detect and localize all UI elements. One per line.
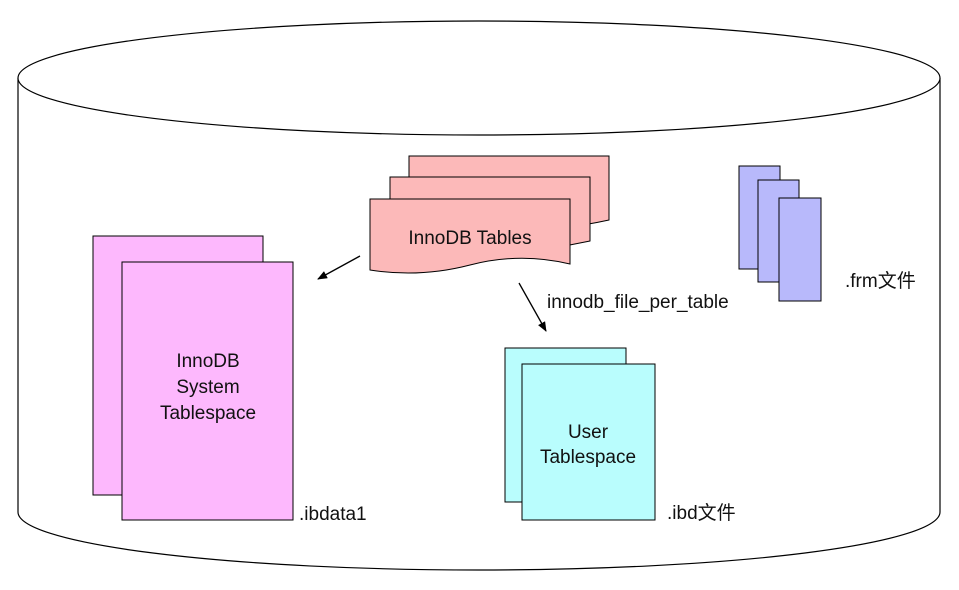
user-tablespace: User Tablespace <box>504 347 656 521</box>
system-tablespace-label-line2: System <box>176 377 239 398</box>
cylinder-top <box>17 20 941 136</box>
innodb-table-doc-front <box>369 198 571 274</box>
frm-file-label: .frm文件 <box>845 270 916 292</box>
ibdata-file-label: .ibdata1 <box>299 504 367 525</box>
system-tablespace-label-line1: InnoDB <box>176 351 239 372</box>
system-tablespace: InnoDB System Tablespace <box>92 235 294 521</box>
innodb-tables-stack: InnoDB Tables <box>369 155 610 274</box>
arrow-tables-to-system-tablespace <box>317 255 361 280</box>
frm-files-stack <box>738 165 822 302</box>
system-tablespace-label-line3: Tablespace <box>160 403 256 424</box>
arrow-tables-to-user-tablespace <box>518 282 547 332</box>
innodb-tables-label: InnoDB Tables <box>408 228 531 249</box>
system-tablespace-page-front <box>121 261 294 521</box>
user-tablespace-page-front <box>521 363 656 521</box>
frm-file-doc-3 <box>778 197 822 302</box>
file-per-table-label: innodb_file_per_table <box>547 292 729 313</box>
user-tablespace-label-line1: User <box>568 422 609 443</box>
user-tablespace-label-line2: Tablespace <box>540 447 636 468</box>
ibd-file-label: .ibd文件 <box>667 502 736 524</box>
